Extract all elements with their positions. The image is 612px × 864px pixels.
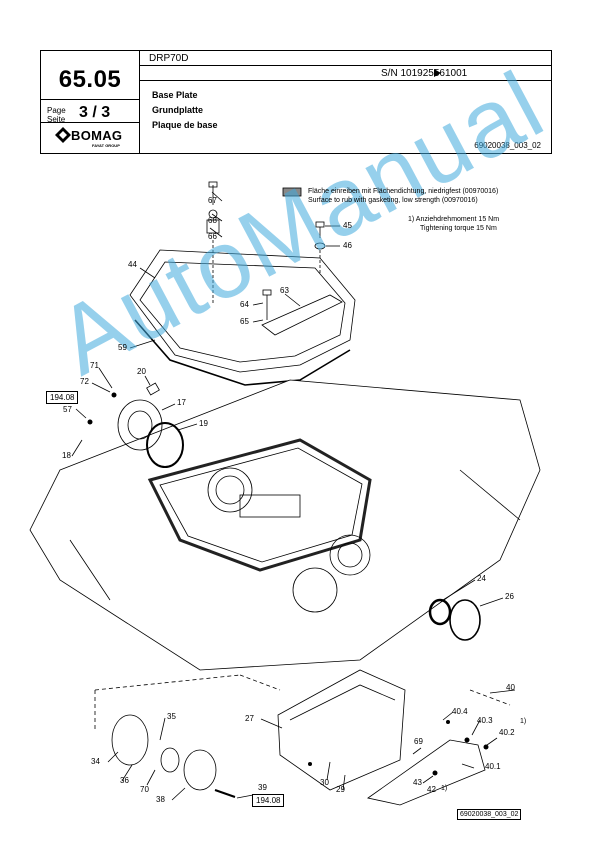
torque-note-en: Tightening torque 15 Nm — [420, 225, 497, 232]
callout-27: 27 — [245, 714, 254, 723]
page-label-de: Seite — [47, 115, 66, 124]
exploded-parts-diagram — [29, 181, 541, 806]
logo-subtitle: FAYAT GROUP — [92, 143, 120, 148]
callout-69: 69 — [414, 737, 423, 746]
logo-text: BOMAG — [71, 128, 123, 143]
callout-67: 67 — [208, 196, 217, 205]
sealant-note: Fläche einreiben mit Flächendichtung, ni… — [308, 187, 498, 205]
callout-40: 40 — [506, 683, 515, 692]
callout-46: 46 — [343, 241, 352, 250]
play-arrow-icon — [434, 69, 441, 77]
title-de: Grundplatte — [152, 105, 203, 115]
torque-note-de: 1) Anziehdrehmoment 15 Nm — [408, 216, 500, 223]
callout-19: 19 — [199, 419, 208, 428]
callout-40-3: 40.3 — [477, 716, 493, 725]
callout-20: 20 — [137, 367, 146, 376]
callout-40-4: 40.4 — [452, 707, 468, 716]
callout-note-1b: 1) — [441, 785, 448, 792]
model-name: DRP70D — [149, 53, 189, 64]
torque-note: 1) Anziehdrehmoment 15 Nm Tightening tor… — [408, 215, 499, 233]
callout-71: 71 — [90, 361, 99, 370]
callout-64: 64 — [240, 300, 249, 309]
callout-note-1a: 1) — [520, 718, 527, 725]
callout-65: 65 — [240, 317, 249, 326]
callout-42: 42 — [427, 785, 436, 794]
callout-72: 72 — [80, 377, 89, 386]
callout-40-2: 40.2 — [499, 728, 515, 737]
header-rule — [41, 122, 139, 123]
header-rule — [41, 99, 139, 100]
header-divider — [139, 51, 140, 153]
sealant-note-en: Surface to rub with gasketing, low stren… — [308, 197, 478, 204]
callout-63: 63 — [280, 286, 289, 295]
header-table: DRP70D S/N 101925561001 65.05 Page Seite… — [40, 50, 552, 154]
sealant-swatch — [282, 187, 302, 197]
callout-40-1: 40.1 — [485, 762, 501, 771]
callout-70: 70 — [140, 785, 149, 794]
callout-57: 57 — [63, 405, 72, 414]
serial-number: S/N 101925561001 — [381, 68, 468, 79]
section-number: 65.05 — [58, 66, 122, 93]
callout-68: 68 — [208, 216, 217, 225]
callout-38: 38 — [156, 795, 165, 804]
callout-18: 18 — [62, 451, 71, 460]
callout-44: 44 — [128, 260, 137, 269]
callout-36: 36 — [120, 776, 129, 785]
callout-29: 29 — [336, 785, 345, 794]
header-rule — [139, 65, 551, 66]
callout-26: 26 — [505, 592, 514, 601]
reference-box[interactable]: 194.08 — [46, 391, 79, 404]
callout-66: 66 — [208, 232, 217, 241]
callout-35: 35 — [167, 712, 176, 721]
callout-45: 45 — [343, 221, 352, 230]
bomag-logo-icon — [55, 127, 71, 143]
callout-17: 17 — [177, 398, 186, 407]
reference-box[interactable]: 194.08 — [252, 794, 285, 807]
page-title: Base Plate Grundplatte Plaque de base — [152, 88, 218, 133]
page-label: Page Seite — [47, 106, 66, 124]
header-rule — [139, 80, 551, 81]
document-reference: 69020038_003_02 — [474, 141, 541, 150]
page-label-en: Page — [47, 106, 66, 115]
sealant-note-de: Fläche einreiben mit Flächendichtung, ni… — [308, 188, 499, 195]
drawing-reference: 69020038_003_02 — [457, 809, 522, 820]
callout-59: 59 — [118, 343, 127, 352]
callout-30: 30 — [320, 778, 329, 787]
callout-34: 34 — [91, 757, 100, 766]
callout-43: 43 — [413, 778, 422, 787]
title-en: Base Plate — [152, 90, 198, 100]
page-number: 3 / 3 — [79, 104, 111, 121]
callout-24: 24 — [477, 574, 486, 583]
callout-39: 39 — [258, 783, 267, 792]
title-fr: Plaque de base — [152, 120, 218, 130]
